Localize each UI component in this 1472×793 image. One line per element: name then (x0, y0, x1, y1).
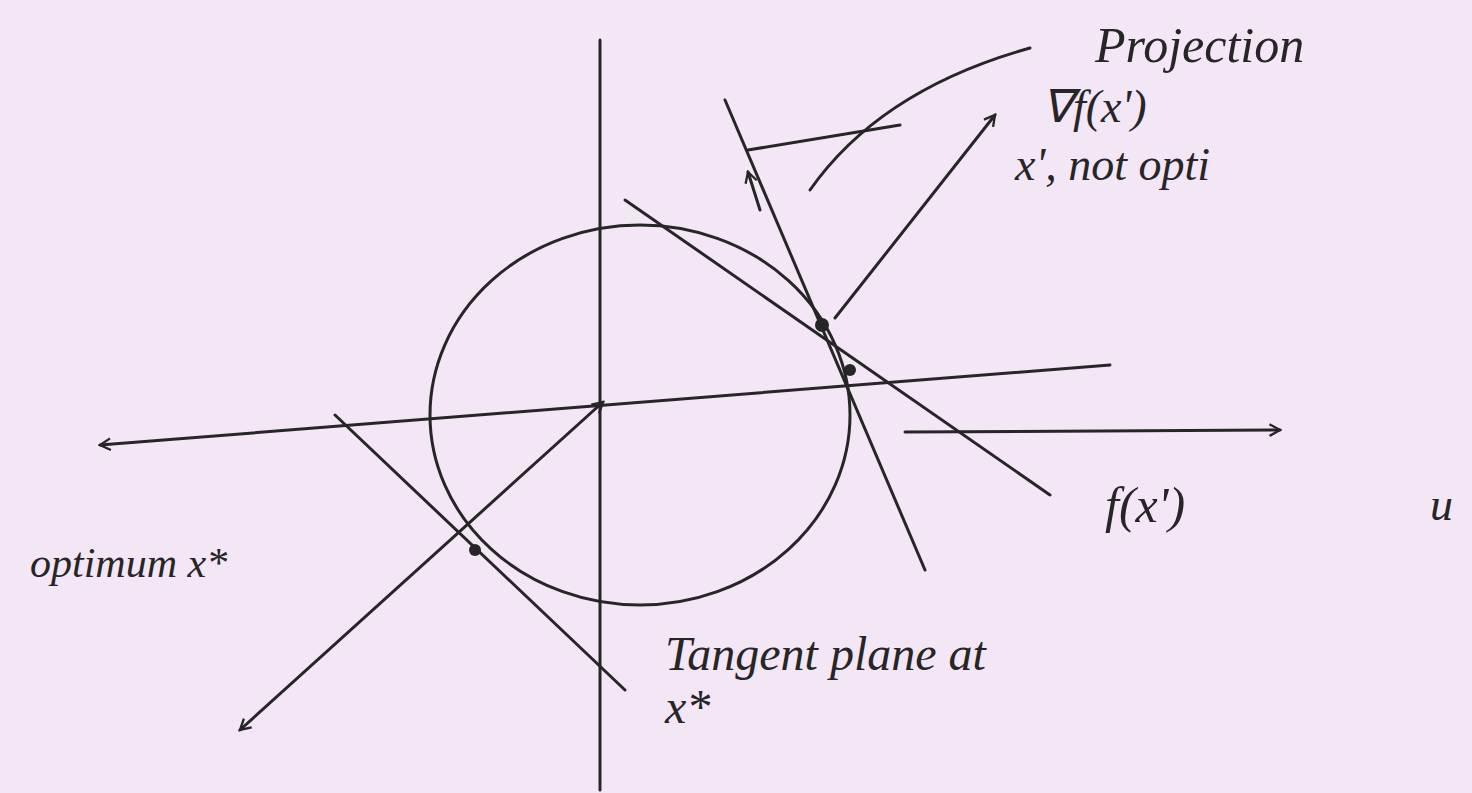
cut-label: u (1430, 480, 1453, 531)
tangent-line (625, 200, 1050, 495)
point-label: x', not opti (1015, 140, 1210, 191)
tangent-plane-line (335, 415, 625, 690)
point-x-star (469, 544, 481, 556)
normal-arrow (240, 402, 603, 730)
point-x-prime (815, 318, 829, 332)
gradient-leader (835, 115, 995, 318)
vertical-axis (599, 40, 602, 790)
point-marker (844, 364, 856, 376)
tangent-plane-label: Tangent plane at x* (665, 628, 995, 734)
projection-leader (810, 48, 1030, 190)
projection-tick (748, 125, 900, 150)
function-arrow (905, 430, 1280, 432)
optimum-label: optimum x* (30, 540, 227, 586)
constraint-circle (430, 225, 850, 605)
projection-label: Projection (1095, 18, 1304, 73)
function-label: f(x') (1105, 478, 1185, 533)
gradient-arrow (748, 172, 760, 210)
gradient-label: ∇f(x') (1042, 82, 1147, 133)
